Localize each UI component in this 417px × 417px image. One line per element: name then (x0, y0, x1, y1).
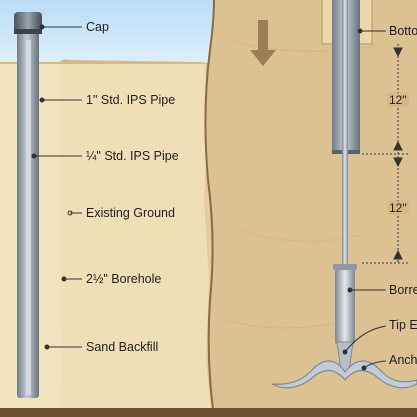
label-pipe-quarter: ¼" Std. IPS Pipe (86, 149, 179, 163)
dimension-label-lower: 12" (387, 201, 409, 215)
label-cap: Cap (86, 20, 109, 34)
undisturbed-soil (58, 64, 215, 410)
panel-divider (204, 0, 215, 417)
left-leaders (31, 24, 82, 350)
label-existing-ground: Existing Ground (86, 206, 175, 220)
dimension-label-upper: 12" (387, 93, 409, 107)
pipe-quarter-inner (26, 40, 31, 395)
rod (342, 0, 348, 360)
down-arrow-icon (250, 20, 276, 66)
lower-tube-collar (333, 264, 357, 270)
cap-rim (14, 29, 42, 34)
bottom-ground-line (0, 408, 417, 417)
anchor (271, 360, 417, 389)
label-borehole: 2½" Borehole (86, 272, 162, 286)
lower-tube (335, 264, 355, 344)
right-panel (205, 0, 417, 417)
right-leaders (342, 28, 387, 371)
left-panel (0, 0, 215, 417)
label-bottom: Botto (389, 24, 417, 38)
soil-right (205, 0, 417, 417)
label-sand-backfill: Sand Backfill (86, 340, 159, 354)
label-tip: Tip E (389, 318, 417, 332)
label-pipe-1in: 1" Std. IPS Pipe (86, 93, 176, 107)
label-anchor: Anch (389, 353, 417, 367)
label-borehole-right: Borre (389, 283, 417, 297)
dimension-lines (362, 44, 410, 264)
cap (14, 12, 42, 34)
